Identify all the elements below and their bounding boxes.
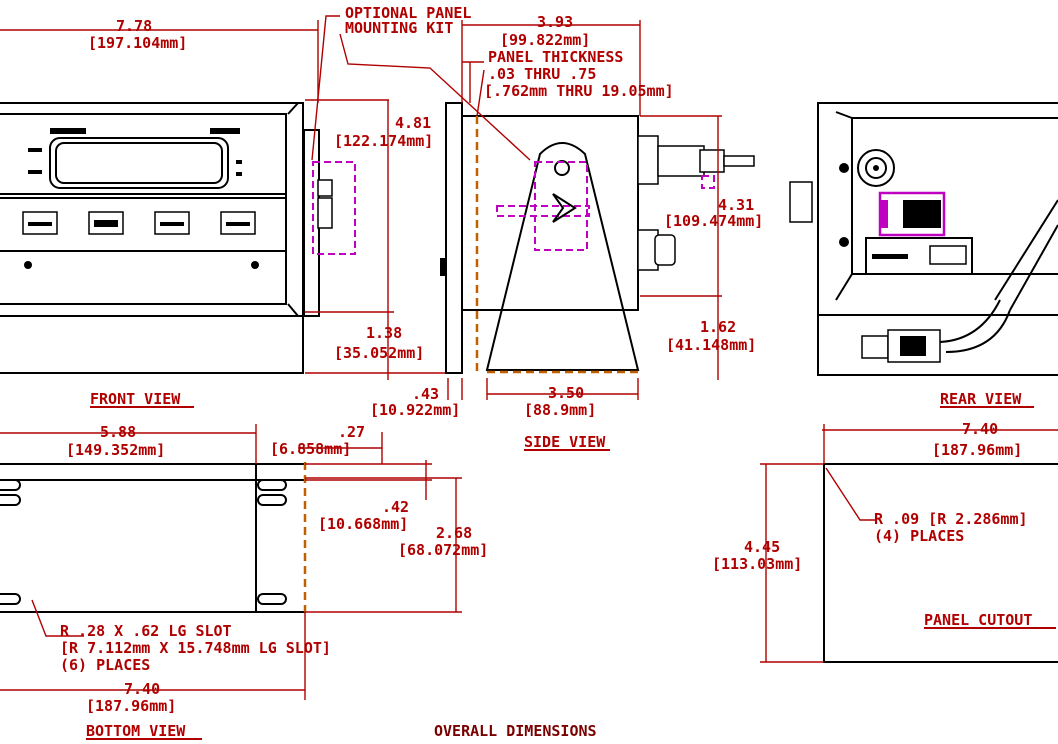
dim-778: 7.78: [116, 17, 152, 35]
slot-4: [257, 479, 287, 491]
slot-line1: R .28 X .62 LG SLOT: [60, 622, 232, 640]
slot-line3: (6) PLACES: [60, 656, 150, 674]
slot-line2: [R 7.112mm X 15.748mm LG SLOT]: [60, 639, 331, 657]
dim-588: 5.88: [100, 423, 136, 441]
panel-thickness-2: .03 THRU .75: [488, 65, 596, 83]
radius-line1: R .09 [R 2.286mm]: [874, 510, 1028, 528]
dim-350: 3.50: [548, 384, 584, 402]
rear-gland: [789, 181, 813, 223]
front-buttons: [22, 211, 256, 235]
dim-481: 4.81: [395, 114, 431, 132]
slot-2: [0, 494, 21, 506]
panel-cutout: [823, 463, 1058, 663]
lcd-display: [49, 137, 229, 189]
dim-138-mm: [35.052mm]: [334, 344, 424, 362]
front-bezel: [0, 113, 287, 305]
front-view: [0, 102, 356, 374]
mounting-bracket: [485, 142, 640, 371]
bottom-view: [0, 462, 307, 613]
front-panel-kit: [312, 161, 356, 255]
front-screw-right: [251, 261, 259, 269]
dim-042-mm: [10.668mm]: [318, 515, 408, 533]
dim-043-mm: [10.922mm]: [370, 401, 460, 419]
panel-thickness-3: [.762mm THRU 19.05mm]: [484, 82, 674, 100]
front-view-title: FRONT VIEW: [90, 390, 181, 408]
side-view: [440, 102, 755, 374]
dim-268-mm: [68.072mm]: [398, 541, 488, 559]
opt-kit-line1: OPTIONAL PANEL: [345, 4, 471, 22]
rear-housing: [817, 102, 1058, 376]
panel-cutout-title: PANEL CUTOUT: [924, 611, 1032, 629]
dim-393: 3.93: [537, 13, 573, 31]
overall-dimensions-title: OVERALL DIMENSIONS: [434, 722, 597, 740]
dim-740-bottom-mm: [187.96mm]: [86, 697, 176, 715]
dim-778-mm: [197.104mm]: [88, 34, 187, 52]
dim-431: 4.31: [718, 196, 754, 214]
rear-view-title: REAR VIEW: [940, 390, 1022, 408]
dim-588-mm: [149.352mm]: [66, 441, 165, 459]
cutout-outline: [823, 463, 1058, 663]
front-screw-left: [24, 261, 32, 269]
dim-740-cutout: 7.40: [962, 420, 998, 438]
dim-138: 1.38: [366, 324, 402, 342]
slot-1: [0, 479, 21, 491]
dim-162: 1.62: [700, 318, 736, 336]
dim-431-mm: [109.474mm]: [664, 212, 763, 230]
slot-5: [257, 494, 287, 506]
radius-line2: (4) PLACES: [874, 527, 964, 545]
rear-panel: [851, 117, 1058, 275]
dim-162-mm: [41.148mm]: [666, 336, 756, 354]
opt-kit-line2: MOUNTING KIT: [345, 19, 453, 37]
dim-027: .27: [338, 423, 365, 441]
dim-042: .42: [382, 498, 409, 516]
dim-740-cutout-mm: [187.96mm]: [932, 441, 1022, 459]
rear-label-plate: [865, 237, 973, 275]
dim-740-bottom: 7.40: [124, 680, 160, 698]
dim-027-mm: [6.858mm]: [270, 440, 351, 458]
dim-350-mm: [88.9mm]: [524, 401, 596, 419]
rear-view: [789, 102, 1058, 376]
dim-481-mm: [122.174mm]: [334, 132, 433, 150]
side-housing: [461, 115, 639, 311]
side-view-title: SIDE VIEW: [524, 433, 606, 451]
slot-6: [257, 593, 287, 605]
dim-268: 2.68: [436, 524, 472, 542]
slot-3: [0, 593, 21, 605]
dim-445-mm: [113.03mm]: [712, 555, 802, 573]
bottom-view-title: BOTTOM VIEW: [86, 722, 186, 740]
dim-445: 4.45: [744, 538, 780, 556]
dim-393-mm: [99.822mm]: [500, 31, 590, 49]
panel-thickness-1: PANEL THICKNESS: [488, 48, 623, 66]
rear-connector: [857, 149, 895, 187]
power-plug: [861, 335, 889, 359]
side-front-bezel: [445, 102, 463, 374]
dim-043: .43: [412, 385, 439, 403]
